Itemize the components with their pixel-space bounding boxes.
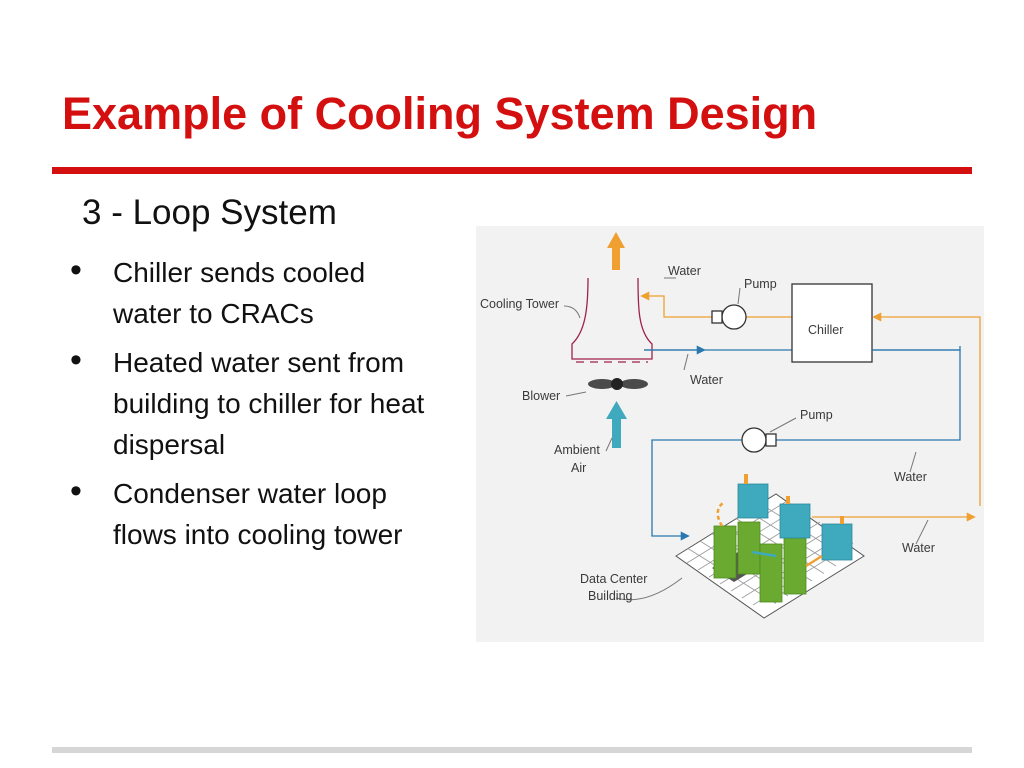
label-cooling-tower: Cooling Tower — [480, 297, 559, 311]
condenser-hot-pipe — [640, 291, 726, 318]
label-air: Air — [571, 461, 586, 475]
leader-cooling-tower — [563, 305, 581, 319]
cooling-system-diagram: Water Pump Cooling Tower Chiller Water B… — [476, 226, 984, 642]
diagram-canvas: Water Pump Cooling Tower Chiller Water B… — [480, 232, 981, 619]
ambient-air-arrow — [606, 401, 627, 448]
label-pump-top: Pump — [744, 277, 777, 291]
pump-mid — [741, 427, 777, 453]
bullet-dot: • — [70, 472, 82, 510]
blower-fan — [588, 378, 648, 390]
leader-ambient — [605, 437, 613, 452]
label-chiller: Chiller — [808, 323, 843, 337]
slide-title: Example of Cooling System Design — [62, 88, 818, 139]
chilled-return-pipe — [872, 312, 981, 506]
bullet-dot: • — [70, 251, 82, 289]
bullet-item: • Heated water sent from building to chi… — [70, 342, 440, 465]
bullet-item: • Chiller sends cooled water to CRACs — [70, 252, 440, 334]
label-water-top: Water — [668, 264, 701, 278]
bullet-text: Chiller sends cooled water to CRACs — [113, 257, 366, 329]
footer-divider — [52, 747, 972, 753]
crac-units — [713, 521, 807, 603]
chilled-supply-arrow — [651, 439, 742, 541]
bullet-item: • Condenser water loop flows into coolin… — [70, 473, 440, 555]
chiller-unit — [791, 283, 873, 363]
label-data-center: Data Center — [580, 572, 647, 586]
bullet-text: Heated water sent from building to chill… — [113, 347, 425, 460]
label-ambient: Ambient — [554, 443, 600, 457]
leader-pump-top — [737, 287, 741, 305]
leader-water-mid — [683, 353, 689, 371]
title-divider — [52, 167, 972, 174]
bullet-dot: • — [70, 341, 82, 379]
chilled-supply-pipe — [766, 349, 961, 441]
leader-data-center — [615, 577, 683, 601]
bullet-text: Condenser water loop flows into cooling … — [113, 478, 403, 550]
label-building: Building — [588, 589, 633, 603]
label-water-mid: Water — [690, 373, 723, 387]
label-blower: Blower — [522, 389, 560, 403]
label-water-bottom: Water — [902, 541, 935, 555]
pump-top — [711, 304, 747, 330]
leader-water-right — [909, 451, 917, 473]
leader-blower — [565, 391, 587, 397]
subheading: 3 - Loop System — [82, 193, 337, 232]
leader-pump-mid — [769, 417, 797, 433]
exhaust-arrow — [607, 232, 625, 270]
cooling-tower — [571, 277, 653, 363]
leader-water-bottom — [915, 519, 929, 545]
server-racks — [716, 474, 853, 568]
bullet-list: • Chiller sends cooled water to CRACs • … — [70, 252, 440, 563]
label-water-right: Water — [894, 470, 927, 484]
label-pump-mid: Pump — [800, 408, 833, 422]
